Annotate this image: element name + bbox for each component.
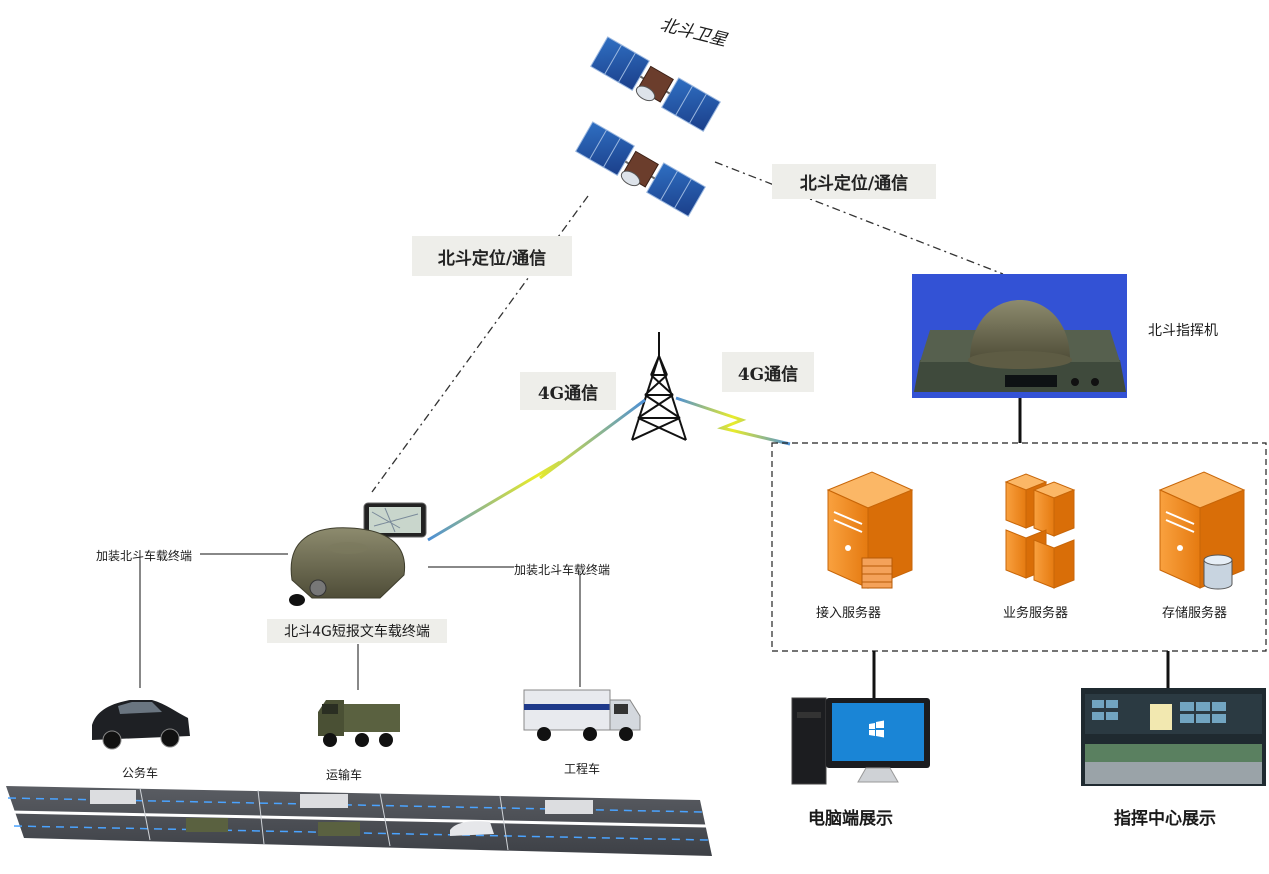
storage-server-label: 存储服务器 — [1162, 606, 1228, 621]
truck-label: 运输车 — [326, 768, 363, 782]
satellite-1-icon — [590, 36, 721, 133]
engineering-label: 工程车 — [564, 762, 601, 776]
beidou-link-right — [714, 161, 1004, 275]
storage-server-icon — [1158, 471, 1246, 590]
engineering-vehicle-image — [523, 689, 641, 741]
4g-link-left-label: 4G通信 — [520, 372, 616, 410]
business-server-icon — [1004, 473, 1076, 589]
pc-display-label: 电脑端展示 — [808, 809, 893, 829]
beidou-link-right-label: 北斗定位/通信 — [772, 164, 936, 199]
pc-display-icon — [791, 697, 930, 785]
4g-link-left — [427, 398, 646, 542]
access-server-label: 接入服务器 — [816, 606, 882, 621]
command-center-label: 指挥中心展示 — [1114, 809, 1216, 829]
transport-truck-image — [318, 700, 400, 747]
road-image — [6, 786, 712, 856]
install-right-label: 加装北斗车载终端 — [514, 563, 611, 577]
command-unit-label: 北斗指挥机 — [1148, 323, 1218, 339]
4g-link-right-label: 4G通信 — [722, 352, 814, 392]
satellite-2-icon — [575, 121, 706, 218]
sedan-label: 公务车 — [122, 766, 159, 780]
vehicle-terminal-image — [289, 502, 427, 606]
beidou-link-left-label: 北斗定位/通信 — [412, 236, 572, 276]
cell-tower-icon — [631, 332, 687, 441]
4g-link-right — [675, 396, 791, 446]
install-left-label: 加装北斗车载终端 — [96, 549, 193, 563]
command-unit-image — [912, 274, 1127, 398]
server-group-box — [771, 442, 1267, 652]
terminal-label: 北斗4G短报文车载终端 — [267, 619, 447, 643]
business-server-label: 业务服务器 — [1003, 606, 1069, 621]
command-center-image — [1081, 688, 1266, 786]
sedan-car-image — [92, 700, 190, 750]
access-server-icon — [826, 471, 914, 589]
